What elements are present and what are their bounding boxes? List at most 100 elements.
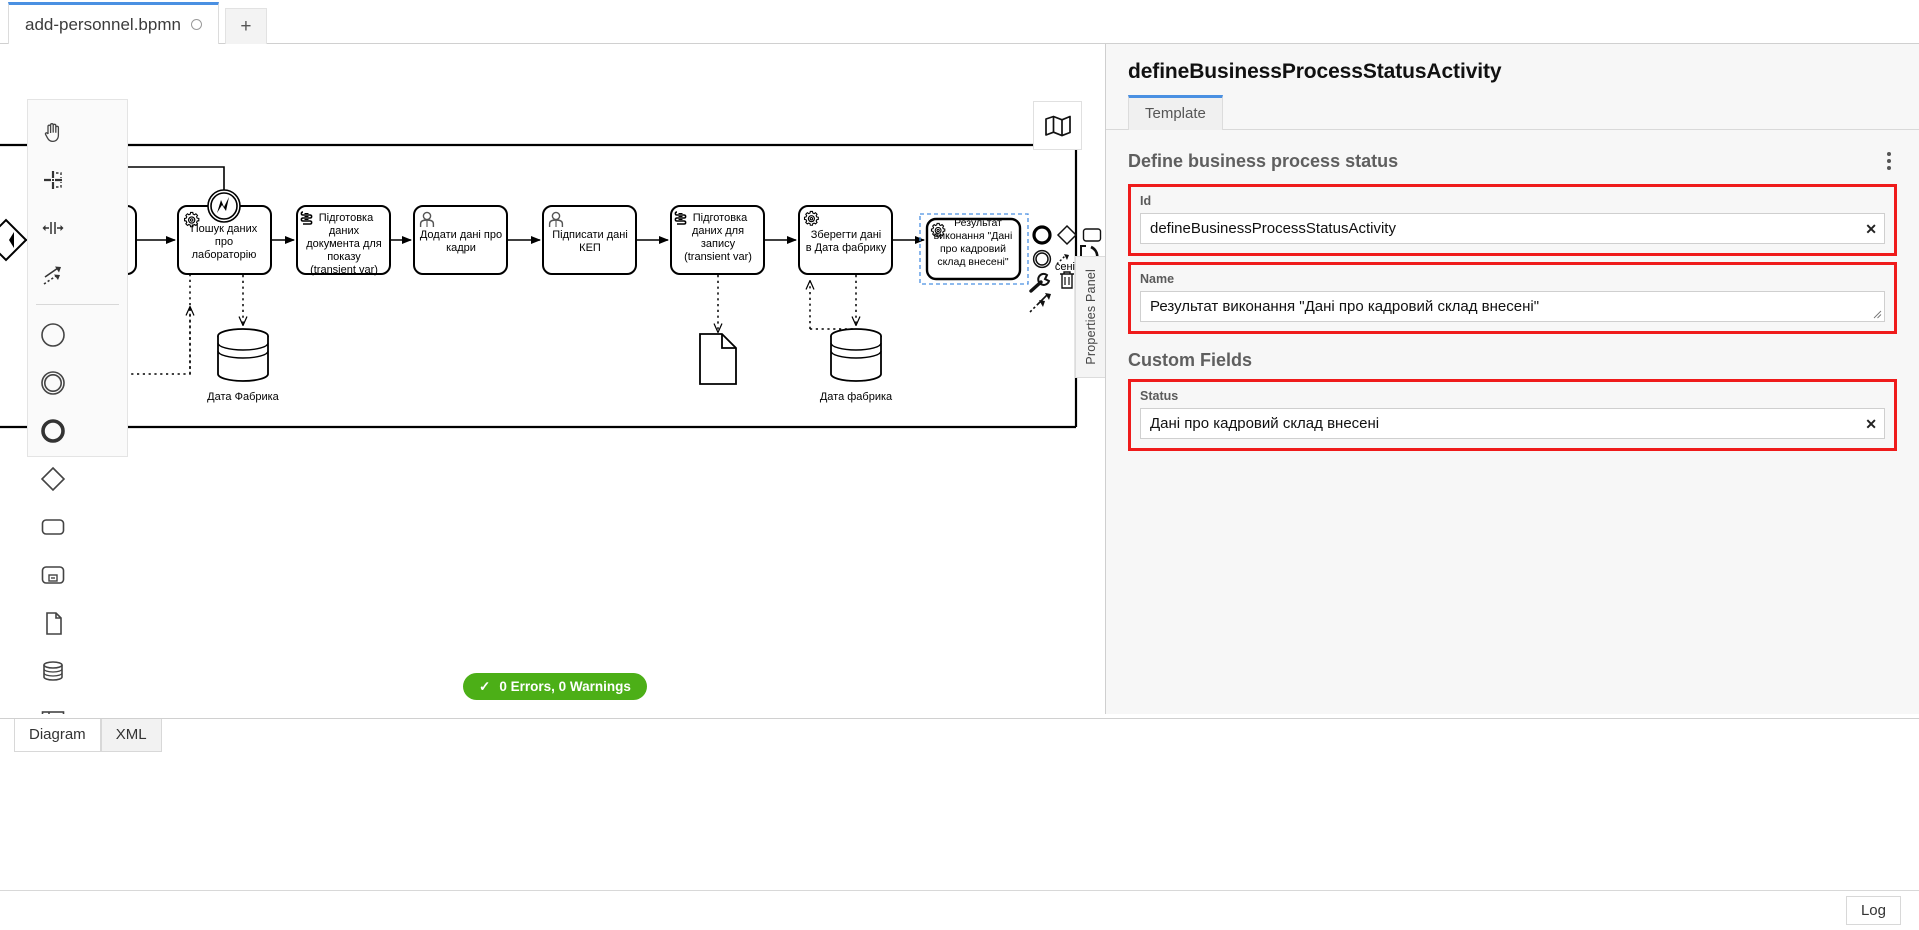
svg-text:Зберегти дані: Зберегти дані — [811, 229, 881, 241]
data-object-icon[interactable] — [28, 599, 78, 647]
svg-text:Дата Фабрика: Дата Фабрика — [207, 391, 280, 403]
svg-text:(transient var): (transient var) — [310, 264, 378, 276]
svg-text:показу: показу — [327, 251, 361, 263]
svg-text:про: про — [215, 236, 233, 248]
task-rezultat-vykonannia-selected[interactable]: Результат виконання "Дані про кадровий с… — [919, 213, 1029, 285]
bpmn-diagram-svg: а я я Пошук даних про лабораторію — [0, 143, 1078, 429]
wrench-icon[interactable] — [1028, 270, 1054, 296]
properties-panel-toggle-handle[interactable]: Properties Panel — [1075, 256, 1105, 378]
name-textarea[interactable] — [1140, 291, 1885, 322]
end-event-icon[interactable] — [28, 407, 78, 455]
space-tool-icon[interactable] — [28, 204, 78, 252]
template-group-title: Define business process status — [1128, 150, 1399, 171]
script-task-icon — [674, 211, 687, 225]
error-boundary-event-icon[interactable] — [207, 189, 241, 223]
properties-panel: defineBusinessProcessStatusActivity Temp… — [1105, 44, 1919, 714]
append-intermediate-event-icon[interactable] — [1029, 246, 1055, 272]
svg-text:КЕП: КЕП — [579, 242, 601, 254]
svg-text:Результат: Результат — [954, 217, 1002, 229]
truncated-label: сені — [1055, 261, 1075, 273]
file-tab-label: add-personnel.bpmn — [25, 14, 181, 34]
svg-text:Пошук даних: Пошук даних — [191, 223, 258, 235]
unsaved-dot-icon[interactable] — [190, 19, 202, 30]
connect-dashed-icon[interactable] — [1028, 290, 1054, 316]
custom-fields-heading: Custom Fields — [1128, 350, 1253, 370]
svg-text:лабораторію: лабораторію — [192, 249, 257, 261]
status-field-wrap: ✕ — [1140, 408, 1885, 439]
subprocess-icon[interactable] — [28, 551, 78, 599]
gateway-icon[interactable] — [28, 455, 78, 503]
append-task-icon[interactable] — [1079, 222, 1105, 248]
properties-panel-title: defineBusinessProcessStatusActivity — [1128, 60, 1502, 83]
palette-divider — [36, 304, 119, 305]
template-group-header: Define business process status — [1128, 148, 1897, 174]
svg-text:в Дата фабрику: в Дата фабрику — [806, 242, 887, 254]
participant-pool[interactable] — [0, 143, 1078, 429]
data-store-data-fabryka-1[interactable]: Дата Фабрика — [207, 328, 280, 403]
data-associations — [128, 274, 856, 375]
append-gateway-icon[interactable] — [1054, 222, 1080, 248]
log-bar: Log — [0, 890, 1919, 930]
properties-panel-handle-label: Properties Panel — [1083, 269, 1098, 365]
task-dodaty-dani-pro-kadry[interactable]: Додати дані про кадри — [413, 205, 508, 275]
user-task-icon — [419, 211, 435, 227]
tab-template[interactable]: Template — [1128, 95, 1223, 130]
bpmn-canvas[interactable]: а я я Пошук даних про лабораторію — [0, 44, 1105, 714]
exclusive-gateway-clipped[interactable] — [0, 218, 28, 262]
data-store-icon[interactable] — [28, 647, 78, 695]
service-task-icon — [183, 211, 200, 228]
properties-panel-body: Define business process status Id ✕ Name — [1106, 130, 1919, 451]
status-input[interactable] — [1140, 408, 1885, 439]
new-tab-button[interactable]: + — [224, 8, 267, 44]
minimap-toggle-button[interactable] — [1033, 101, 1082, 150]
id-input[interactable] — [1140, 213, 1885, 244]
start-event-icon[interactable] — [28, 311, 78, 359]
status-field-label: Status — [1140, 389, 1179, 403]
svg-text:Дата фабрика: Дата фабрика — [820, 391, 893, 403]
svg-text:про кадровий: про кадровий — [940, 243, 1006, 255]
properties-panel-tabs: Template — [1106, 94, 1919, 130]
map-icon — [1044, 115, 1071, 136]
trash-icon[interactable] — [1054, 267, 1080, 293]
tab-xml[interactable]: XML — [100, 719, 162, 752]
participant-icon[interactable] — [28, 695, 78, 714]
data-store-data-fabryka-2[interactable]: Дата фабрика — [820, 328, 893, 403]
clear-x-icon-status[interactable]: ✕ — [1865, 415, 1877, 432]
task-poshuk-danyh-pro-laboratoriiu[interactable]: Пошук даних про лабораторію — [177, 189, 272, 275]
id-field-label: Id — [1140, 194, 1152, 208]
status-badge: ✓ 0 Errors, 0 Warnings — [463, 673, 647, 700]
name-field-label: Name — [1140, 272, 1175, 286]
task-pidpysaty-dani-kep[interactable]: Підписати дані КЕП — [542, 205, 637, 275]
lasso-tool-icon[interactable] — [28, 156, 78, 204]
tab-diagram[interactable]: Diagram — [14, 719, 101, 752]
kebab-menu-icon[interactable] — [1881, 148, 1897, 174]
file-tab-add-personnel[interactable]: add-personnel.bpmn — [8, 2, 219, 44]
connect-icon[interactable] — [1053, 246, 1079, 272]
global-connect-tool-icon[interactable] — [28, 252, 78, 300]
file-tab-bar: add-personnel.bpmn + — [0, 0, 1919, 44]
task-icon[interactable] — [28, 503, 78, 551]
service-task-icon — [930, 222, 946, 238]
svg-text:склад внесені": склад внесені" — [937, 256, 1008, 268]
log-button[interactable]: Log — [1845, 896, 1901, 925]
intermediate-event-icon[interactable] — [28, 359, 78, 407]
append-end-event-icon[interactable] — [1029, 222, 1055, 248]
check-icon: ✓ — [479, 678, 491, 694]
data-object-reference[interactable] — [699, 333, 737, 385]
task-pidhotovka-danyh-dlia-zapysu[interactable]: Підготовка даних для запису (transient v… — [670, 205, 765, 275]
clear-x-icon-id[interactable]: ✕ — [1865, 220, 1877, 237]
bpmn-palette[interactable] — [27, 99, 128, 714]
task-pidhotovka-danyh-dokumenta[interactable]: Підготовка даних документа для показу (t… — [296, 205, 391, 276]
svg-text:виконання "Дані: виконання "Дані — [934, 230, 1013, 242]
svg-text:Підготовка: Підготовка — [319, 212, 374, 224]
svg-text:Підписати дані: Підписати дані — [552, 229, 628, 241]
svg-text:(transient var): (transient var) — [684, 251, 752, 263]
task-zberehty-dani-v-data-fabryku[interactable]: Зберегти дані в Дата фабрику — [798, 205, 893, 275]
svg-text:кадри: кадри — [446, 242, 476, 254]
hand-tool-icon[interactable] — [28, 108, 78, 156]
name-field-highlight: Name — [1128, 262, 1897, 334]
svg-text:даних: даних — [329, 225, 360, 237]
svg-text:Додати дані про: Додати дані про — [420, 229, 502, 241]
status-field-highlight: Status ✕ — [1128, 379, 1897, 451]
